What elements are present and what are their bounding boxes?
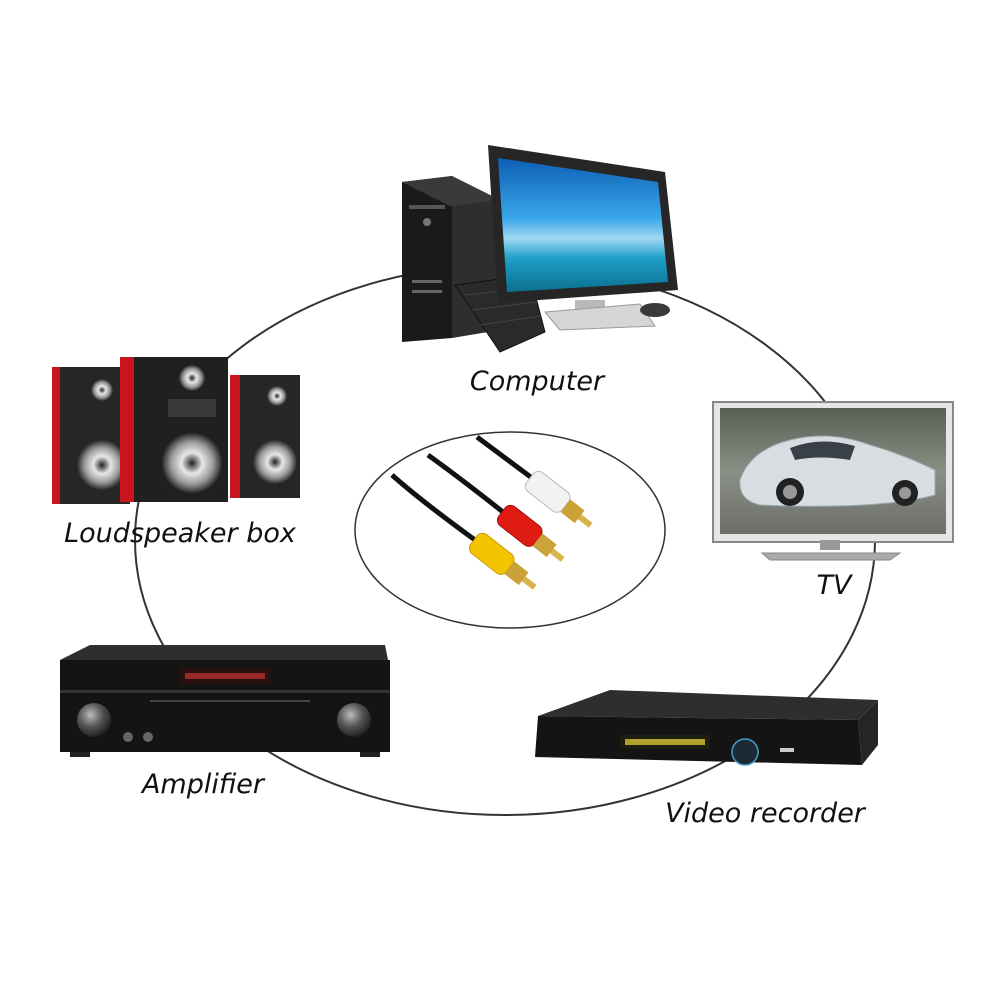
device-label: Amplifier <box>140 769 266 800</box>
rca-cable-icon <box>354 431 666 629</box>
device-label: Video recorder <box>665 798 867 829</box>
loudspeaker-icon <box>52 357 300 504</box>
computer-icon <box>402 145 678 353</box>
tv-icon <box>712 401 954 561</box>
video-recorder-icon <box>535 690 878 766</box>
device-label: Loudspeaker box <box>64 518 297 549</box>
amplifier-icon <box>60 645 390 757</box>
device-label: TV <box>817 570 854 601</box>
device-label: Computer <box>470 366 606 397</box>
